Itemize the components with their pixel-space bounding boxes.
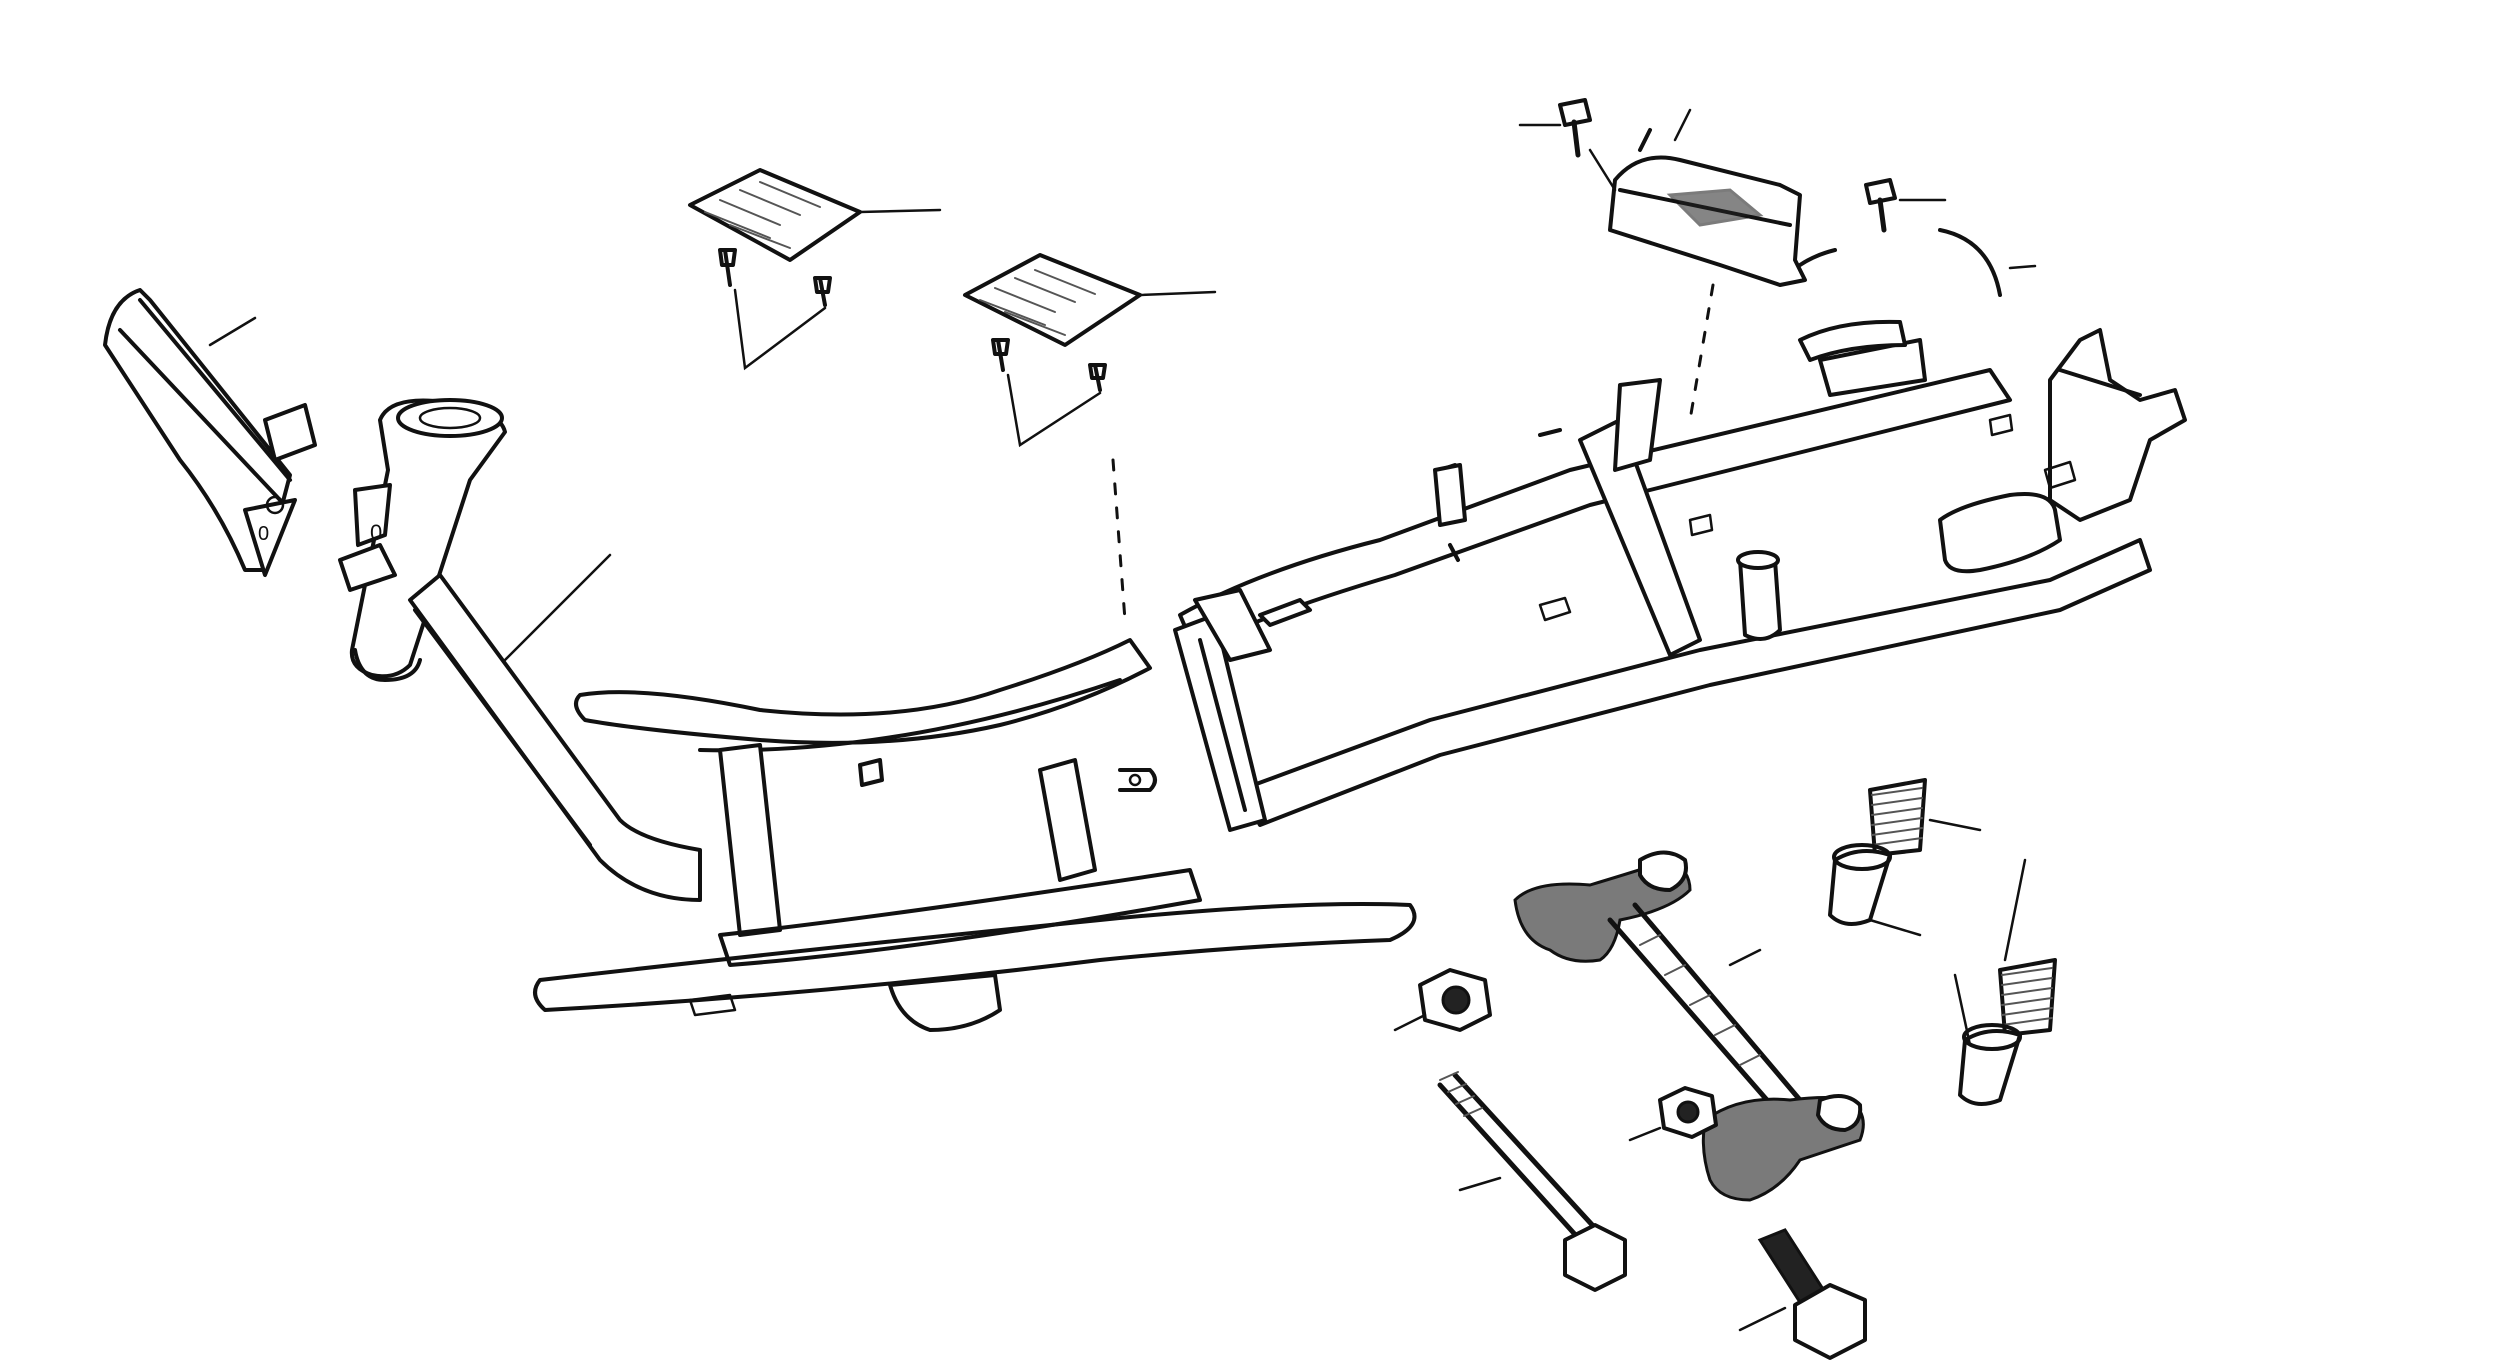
floor-plate-left	[688, 168, 942, 371]
nut-large	[1393, 968, 1492, 1032]
stray-mark-a: 0	[370, 520, 382, 545]
engine-hanger	[1513, 850, 1865, 1202]
bushing-lower	[1953, 958, 2057, 1106]
screw-set	[1518, 98, 2037, 297]
front-bracket: 0	[103, 288, 317, 577]
main-frame-leader	[503, 553, 612, 662]
main-frame: 0	[338, 319, 2187, 1032]
floor-plate-right	[963, 253, 1217, 622]
nut-small	[1628, 1086, 1718, 1142]
long-bolt	[1437, 1071, 1627, 1292]
bushing-upper	[1828, 778, 2027, 962]
stray-mark-b: 0	[258, 523, 269, 545]
rear-bracket	[1518, 98, 2037, 422]
short-bolt	[1738, 1228, 1867, 1360]
